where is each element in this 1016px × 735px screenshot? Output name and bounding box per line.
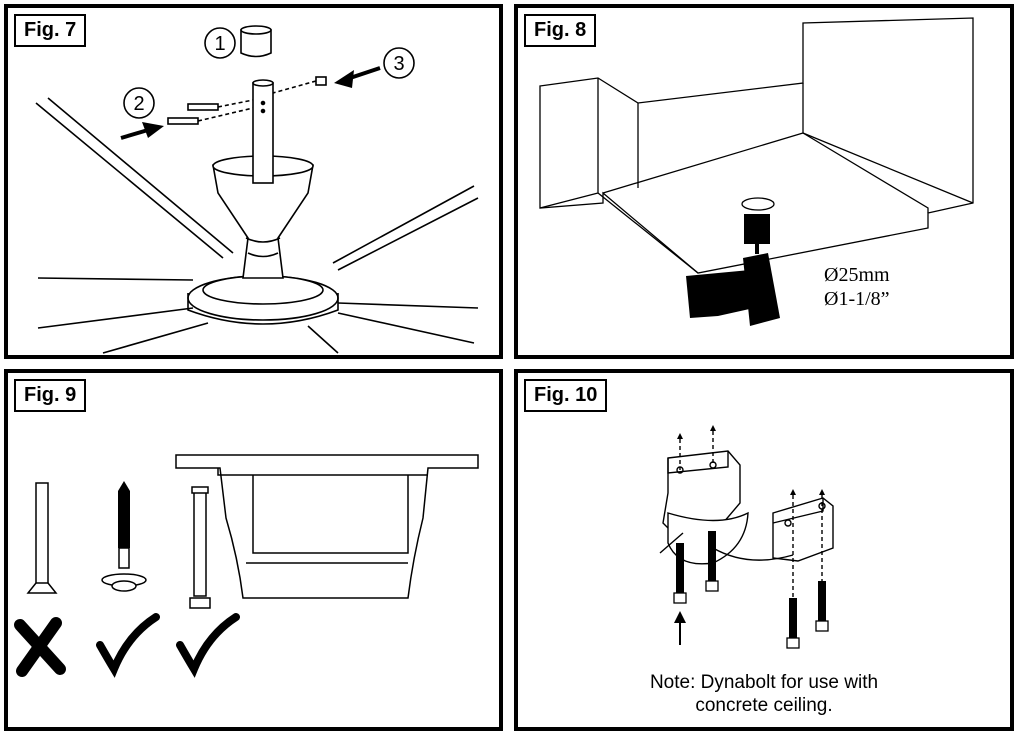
callout-2: 2 <box>133 93 144 115</box>
hole-diameter-mm: Ø25mm <box>824 264 890 286</box>
figure-9-panel: Fig. 9 <box>4 369 503 731</box>
fan-downrod-assembly-diagram: 1 2 3 <box>35 25 479 354</box>
bracket-dynabolt-diagram <box>659 425 834 649</box>
figure-10-label: Fig. 10 <box>524 379 608 412</box>
figure-8-label: Fig. 8 <box>524 14 597 47</box>
figure-7-panel: Fig. 7 <box>4 4 503 359</box>
figure-9-label: Fig. 9 <box>14 379 87 412</box>
check-mark-icon <box>176 613 240 678</box>
callout-1: 1 <box>214 33 225 55</box>
callout-3: 3 <box>393 53 404 75</box>
ceiling-drill-diagram <box>539 17 974 326</box>
cross-mark-icon <box>14 617 66 677</box>
note-line-2: concrete ceiling. <box>695 695 833 716</box>
note-line-1: Note: Dynabolt for use with <box>649 672 879 693</box>
bolt-comparison-diagram <box>14 454 479 678</box>
figure-7-label: Fig. 7 <box>14 14 87 47</box>
check-mark-icon <box>96 613 160 678</box>
figure-10-panel: Fig. 10 <box>514 369 1014 731</box>
hole-diameter-inch: Ø1-1/8” <box>824 288 890 310</box>
figure-8-panel: Fig. 8 Ø25mm Ø1-1/8” <box>514 4 1014 359</box>
